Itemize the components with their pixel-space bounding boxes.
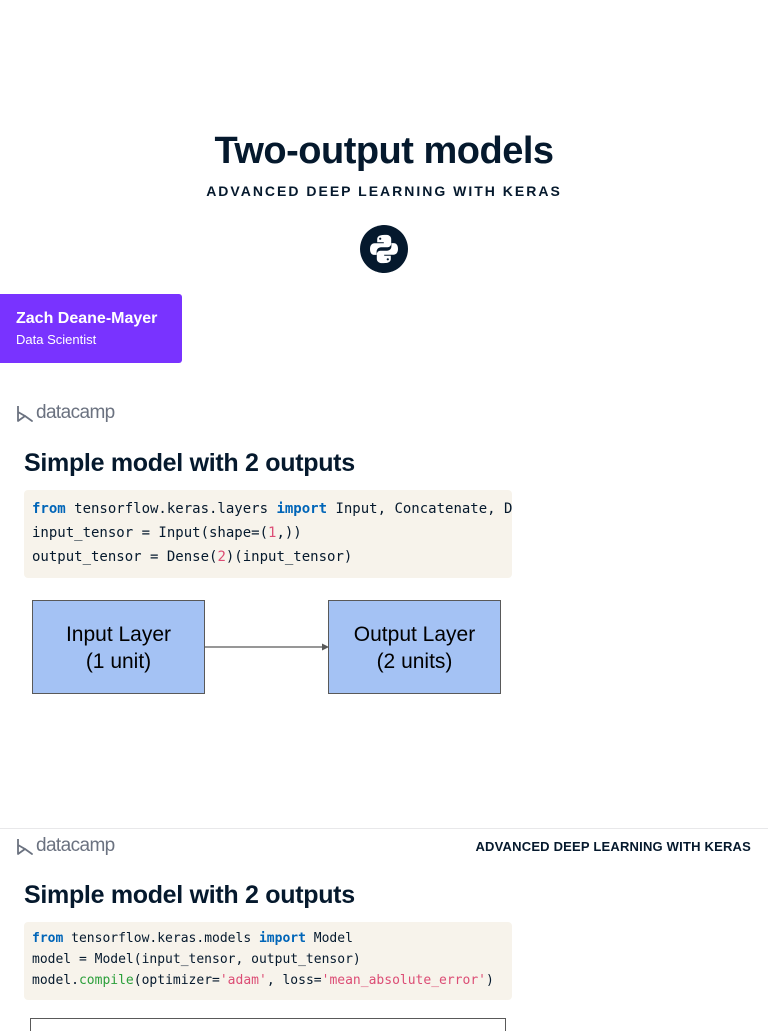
code-line: from tensorflow.keras.layers import Inpu…: [32, 501, 512, 517]
code-token: ,)): [276, 525, 302, 541]
code-token: tensorflow.keras.models: [63, 931, 259, 946]
datacamp-logo-icon: [17, 839, 33, 855]
output-layer-units: (2 units): [376, 650, 453, 673]
code-token: (optimizer=: [133, 973, 220, 988]
course-subtitle: ADVANCED DEEP LEARNING WITH KERAS: [206, 183, 562, 199]
code-token: 1: [268, 525, 277, 541]
diagram-box-partial: [30, 1018, 506, 1031]
input-layer-label: Input Layer: [65, 623, 172, 646]
code-token: from: [32, 501, 66, 517]
code-token: compile: [78, 973, 134, 988]
code-token: from: [32, 931, 64, 946]
code-token: Input, Concatenate, D: [327, 501, 512, 517]
section-heading: Simple model with 2 outputs: [24, 449, 355, 477]
code-line: model.compile(optimizer='adam', loss='me…: [32, 973, 494, 988]
code-token: import: [276, 501, 328, 517]
arrow-right-icon: [204, 643, 329, 651]
code-token: import: [258, 931, 306, 946]
code-token: ): [486, 973, 494, 988]
code-block: from tensorflow.keras.layers import Inpu…: [24, 490, 512, 578]
code-token: 'mean_absolute_error': [321, 973, 486, 988]
input-layer-units: (1 unit): [85, 650, 152, 673]
code-token: tensorflow.keras.layers: [65, 501, 277, 517]
datacamp-wordmark: datacamp: [36, 835, 115, 856]
datacamp-logo: datacamp: [16, 402, 126, 426]
code-token: output_tensor = Dense(: [32, 549, 218, 565]
code-token: )(input_tensor): [225, 549, 353, 565]
code-line: from tensorflow.keras.models import Mode…: [32, 931, 353, 946]
code-token: Model: [305, 931, 353, 946]
code-line: input_tensor = Input(shape=(1,)): [32, 525, 302, 541]
code-token: 'adam': [219, 973, 267, 988]
author-role: Data Scientist: [16, 332, 97, 347]
course-name: ADVANCED DEEP LEARNING WITH KERAS: [475, 839, 751, 854]
code-block: from tensorflow.keras.models import Mode…: [24, 922, 512, 1000]
author-card: Zach Deane-Mayer Data Scientist: [0, 294, 182, 363]
datacamp-wordmark: datacamp: [36, 402, 115, 423]
title-slide: Two-output models ADVANCED DEEP LEARNING…: [0, 130, 562, 694]
code-token: model.: [32, 973, 79, 988]
code-token: model = Model(input_tensor, output_tenso…: [32, 952, 361, 967]
content-slide: datacamp ADVANCED DEEP LEARNING WITH KER…: [0, 828, 768, 1031]
section-heading: Simple model with 2 outputs: [24, 881, 355, 909]
code-token: input_tensor = Input(shape=(: [32, 525, 269, 541]
input-layer-box: Input Layer (1 unit): [32, 600, 205, 694]
code-token: , loss=: [266, 973, 322, 988]
code-line: model = Model(input_tensor, output_tenso…: [32, 952, 361, 967]
datacamp-logo-icon: [17, 406, 33, 422]
output-layer-box: Output Layer (2 units): [328, 600, 501, 694]
author-name: Zach Deane-Mayer: [16, 310, 158, 327]
code-token: 2: [217, 549, 226, 565]
code-line: output_tensor = Dense(2)(input_tensor): [32, 549, 352, 565]
output-layer-label: Output Layer: [353, 623, 476, 646]
python-logo-icon: [360, 225, 408, 273]
datacamp-logo: datacamp: [16, 835, 126, 859]
slide-title: Two-output models: [214, 130, 554, 172]
